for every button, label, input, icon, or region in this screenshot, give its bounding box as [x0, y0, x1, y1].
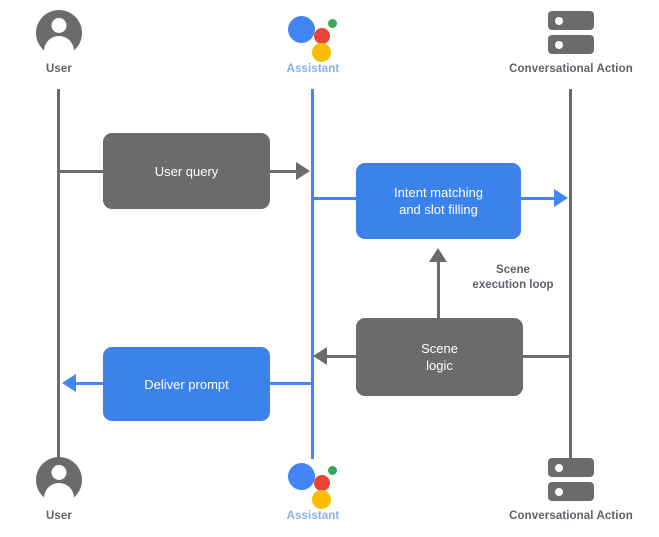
node-user-query: User query: [103, 133, 270, 209]
arrowhead-deliver-prompt-to-user: [62, 374, 76, 392]
server-led-bottom: [555, 487, 563, 496]
actor-label-user-top: User: [46, 63, 72, 75]
connector-assistant-to-intent-matching: [311, 197, 359, 200]
actor-user-top: User: [0, 10, 139, 75]
server-rack-top: [548, 11, 594, 30]
arrowhead-intent-matching-to-action: [554, 189, 568, 207]
assistant-icon: [288, 457, 338, 509]
assistant-blue-dot-icon: [288, 16, 315, 43]
person-icon: [36, 10, 82, 58]
actor-conversational-action-bottom: Conversational Action: [491, 457, 651, 522]
annotation-scene-execution-loop: Scene execution loop: [472, 264, 554, 291]
node-deliver-prompt: Deliver prompt: [103, 347, 270, 421]
connector-scene-logic-to-intent-matching: [437, 262, 440, 358]
actor-assistant-top: Assistant: [233, 10, 393, 75]
server-rack-bottom: [548, 35, 594, 54]
lifeline-conversational-action: [569, 89, 572, 459]
server-rack-top: [548, 458, 594, 477]
assistant-blue-dot-icon: [288, 463, 315, 490]
server-icon: [548, 10, 594, 56]
person-body: [44, 483, 74, 505]
arrowhead-scene-logic-to-assistant: [313, 347, 327, 365]
person-head: [51, 18, 67, 33]
actor-label-assistant-top: Assistant: [286, 63, 340, 75]
node-intent-matching: Intent matching and slot filling: [356, 163, 521, 239]
connector-assistant-to-deliver-prompt: [268, 382, 314, 385]
connector-user-to-user-query: [57, 170, 105, 173]
lifeline-user: [57, 89, 60, 459]
arrowhead-user-query-to-assistant: [296, 162, 310, 180]
assistant-red-dot-icon: [314, 28, 330, 44]
node-label-user-query: User query: [154, 163, 219, 179]
connector-user-query-to-assistant: [268, 170, 298, 173]
person-body: [44, 36, 74, 58]
actor-label-user-bottom: User: [46, 510, 72, 522]
assistant-icon: [288, 10, 338, 62]
person-icon: [36, 457, 82, 505]
assistant-green-dot-icon: [328, 466, 337, 475]
actor-label-assistant-bottom: Assistant: [286, 510, 340, 522]
assistant-yellow-dot-icon: [312, 43, 331, 62]
actor-conversational-action-top: Conversational Action: [491, 10, 651, 75]
connector-intent-matching-to-action: [519, 197, 559, 200]
node-label-deliver-prompt: Deliver prompt: [144, 376, 229, 392]
node-label-scene-logic: Scene logic: [421, 341, 458, 373]
arrowhead-scene-logic-to-intent-matching: [429, 248, 447, 262]
node-scene-logic: Scene logic: [356, 318, 523, 396]
server-icon: [548, 457, 594, 503]
lifeline-assistant: [311, 89, 314, 459]
connector-scene-logic-to-action: [521, 355, 571, 358]
server-led-top: [555, 16, 563, 25]
assistant-yellow-dot-icon: [312, 490, 331, 509]
connector-deliver-prompt-to-user: [75, 382, 107, 385]
server-rack-bottom: [548, 482, 594, 501]
server-led-top: [555, 463, 563, 472]
server-led-bottom: [555, 40, 563, 49]
node-label-intent-matching: Intent matching and slot filling: [394, 185, 483, 217]
actor-label-conversational-action-bottom: Conversational Action: [509, 510, 633, 522]
assistant-red-dot-icon: [314, 475, 330, 491]
actor-label-conversational-action-top: Conversational Action: [509, 63, 633, 75]
actor-assistant-bottom: Assistant: [233, 457, 393, 522]
person-head: [51, 465, 67, 480]
actor-user-bottom: User: [0, 457, 139, 522]
connector-scene-logic-to-assistant: [326, 355, 358, 358]
assistant-green-dot-icon: [328, 19, 337, 28]
